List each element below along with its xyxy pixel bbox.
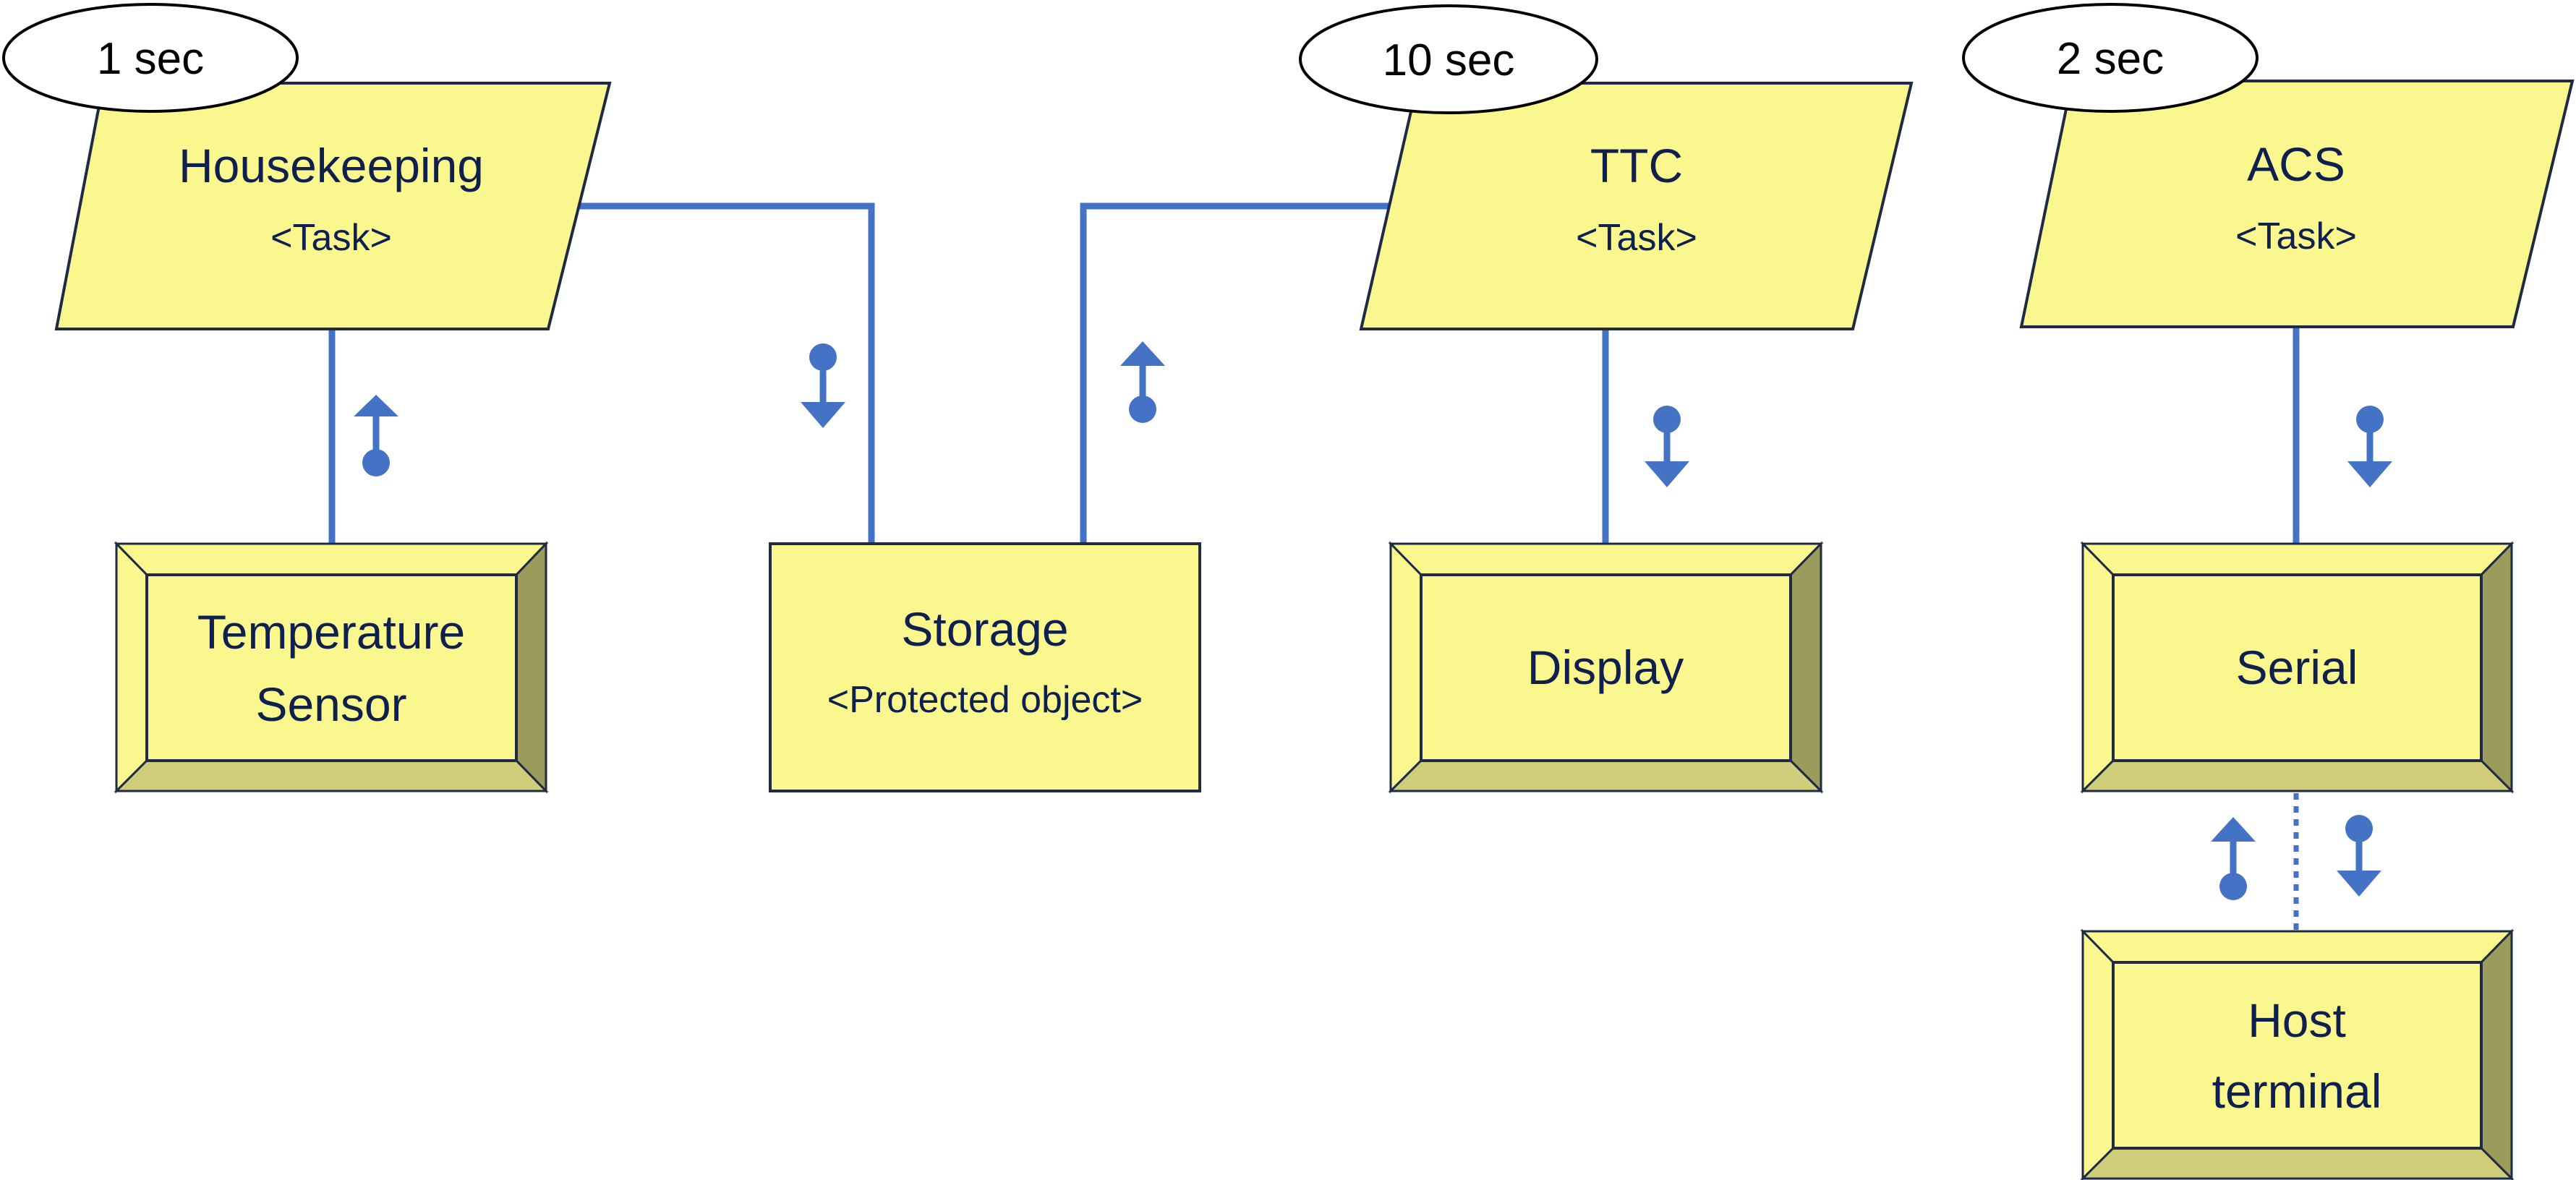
flow-up-arrow-icon: [354, 395, 398, 476]
period-badge-housekeeping: 1 sec: [2, 3, 299, 113]
device-label-line2: terminal: [2212, 1064, 2382, 1118]
flow-down-arrow-icon: [2337, 815, 2381, 897]
task-name: Housekeeping: [179, 139, 484, 192]
task-stereotype: <Task>: [270, 217, 392, 259]
device-label-line1: Host: [2248, 993, 2346, 1047]
task-name: TTC: [1590, 139, 1683, 192]
flow-down-arrow-icon: [2347, 406, 2392, 487]
task-name: ACS: [2247, 137, 2345, 191]
flow-up-arrow-icon: [1120, 341, 1165, 423]
device-label-line1: Display: [1527, 641, 1684, 694]
task-acs: ACS <Task>: [2019, 80, 2575, 328]
task-ttc: TTC <Task>: [1359, 82, 1914, 330]
device-label-line1: Temperature: [197, 605, 466, 659]
period-label: 1 sec: [97, 34, 204, 84]
data-flows: [354, 341, 2392, 900]
device-label-line2: Sensor: [255, 677, 406, 731]
flow-down-arrow-icon: [801, 343, 845, 428]
task-stereotype: <Task>: [1576, 217, 1697, 259]
protected-object-storage: Storage <Protected object>: [769, 542, 1201, 792]
protected-object-stereotype: <Protected object>: [827, 679, 1143, 721]
task-shape: [54, 82, 612, 330]
device-display: Display: [1388, 541, 1824, 794]
task-housekeeping: Housekeeping <Task>: [54, 82, 612, 330]
device-label-line1: Serial: [2236, 641, 2358, 694]
protected-object-name: Storage: [901, 602, 1068, 656]
period-label: 2 sec: [2057, 34, 2164, 84]
flow-up-arrow-icon: [2211, 817, 2256, 900]
period-badge-acs: 2 sec: [1962, 3, 2259, 113]
flow-down-arrow-icon: [1645, 406, 1689, 487]
connector-housekeeping-storage: [579, 202, 875, 544]
device-temperature-sensor: Temperature Sensor: [114, 541, 549, 794]
connector-storage-ttc: [1080, 202, 1394, 544]
task-shape: [2019, 80, 2575, 328]
task-stereotype: <Task>: [2235, 215, 2357, 257]
device-host-terminal: Host terminal: [2080, 928, 2515, 1180]
period-label: 10 sec: [1383, 35, 1515, 85]
device-serial: Serial: [2080, 541, 2515, 794]
task-shape: [1359, 82, 1914, 330]
protected-object-shape: [769, 542, 1201, 792]
period-badge-ttc: 10 sec: [1299, 4, 1598, 114]
connectors: [328, 202, 2300, 931]
